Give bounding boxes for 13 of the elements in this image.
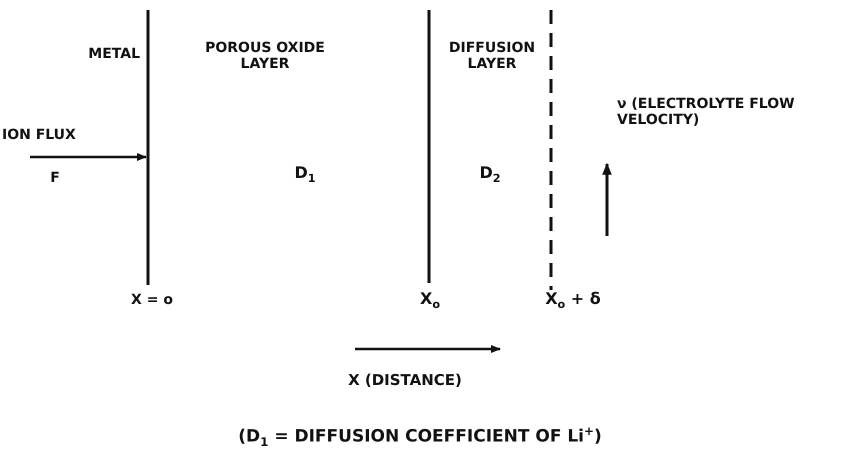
region-label: METAL xyxy=(87,46,140,62)
coefficient-label: D$_{2}$ xyxy=(478,164,502,186)
coefficient-label: D$_{1}$ xyxy=(293,164,317,186)
flux-symbol: F xyxy=(49,170,61,186)
velocity-label: ν (ELECTROLYTE FLOW VELOCITY) xyxy=(617,96,796,128)
position-label: X = o xyxy=(130,292,174,308)
caption: (D$_{1}$ = DIFFUSION COEFFICIENT OF Li$^{+}$) xyxy=(237,424,603,450)
flux-label: ION FLUX xyxy=(2,127,77,144)
position-label: X$_{o}$ + δ xyxy=(544,290,602,312)
position-label: X$_{o}$ xyxy=(418,290,442,312)
axis-label: X (DISTANCE) xyxy=(347,372,463,390)
region-label: POROUS OXIDE LAYER xyxy=(204,40,326,72)
region-label: DIFFUSION LAYER xyxy=(448,40,536,72)
